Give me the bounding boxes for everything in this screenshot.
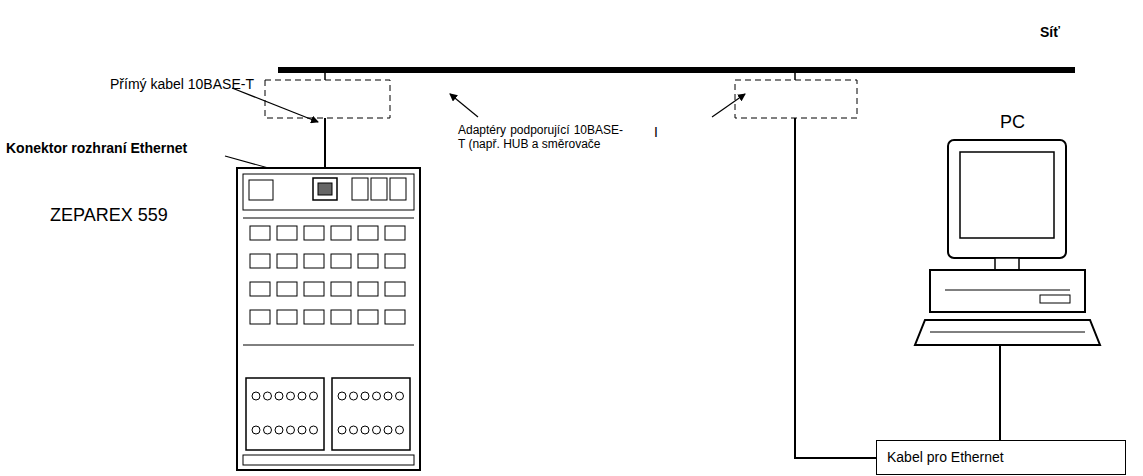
leader-arrow (712, 94, 745, 117)
device-illustration (237, 168, 420, 470)
cable-box: Kabel pro Ethernet (876, 440, 1126, 475)
cable-label: Přímý kabel 10BASE-T (110, 76, 254, 93)
adapter-box (735, 80, 857, 118)
adapter-box (265, 80, 390, 118)
cable-line (795, 118, 876, 458)
pc-illustration (915, 140, 1100, 440)
stray-mark: I (654, 124, 658, 141)
network-title: Síť (1040, 24, 1060, 41)
leader-arrow (450, 94, 478, 117)
leader-arrow (232, 88, 318, 122)
connector-label: Konektor rozhraní Ethernet (6, 140, 187, 157)
box-text: Kabel pro Ethernet (887, 449, 1115, 466)
network-line (278, 67, 1075, 73)
adapter-note: Adaptéry podporující 10BASE-T (např. HUB… (458, 124, 623, 152)
pc-label: PC (1000, 112, 1025, 134)
device-name: ZEPAREX 559 (50, 205, 168, 227)
